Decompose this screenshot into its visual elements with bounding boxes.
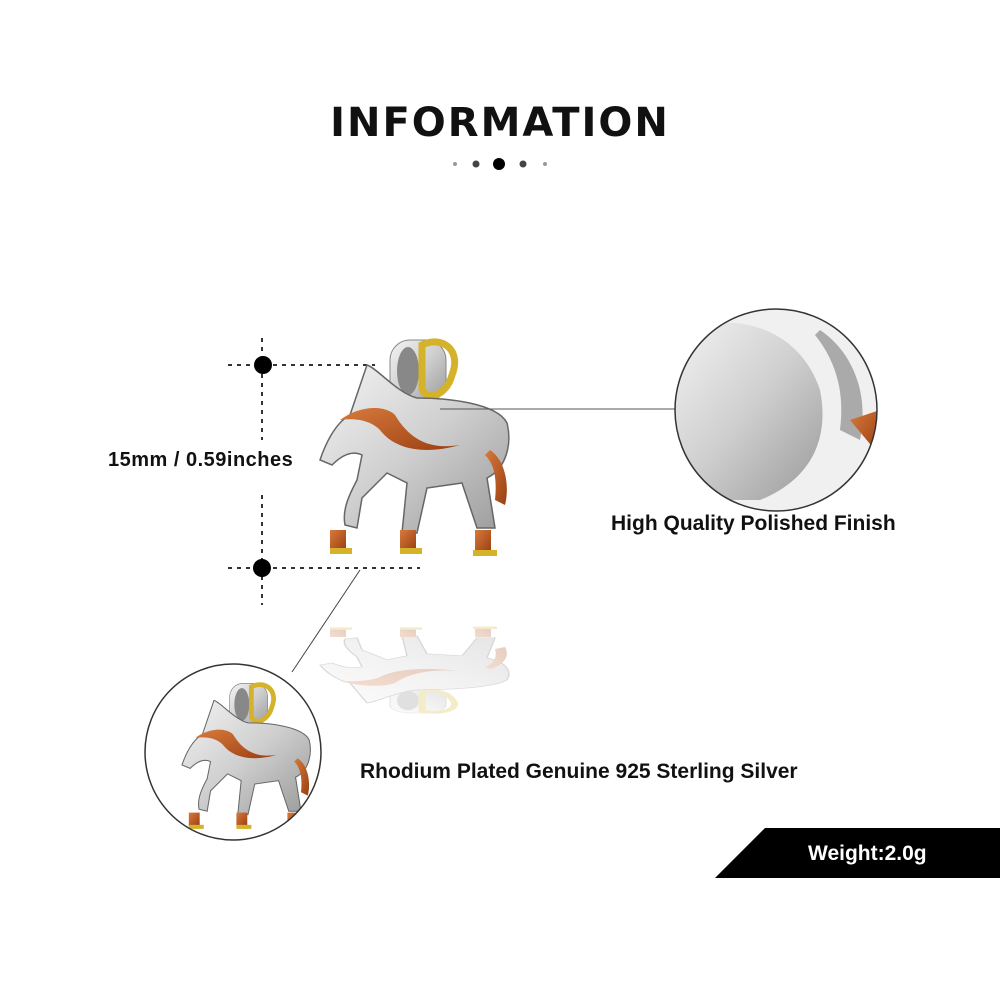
weight-label: Weight:2.0g	[808, 842, 927, 865]
dimension-bottom-dot	[253, 559, 271, 577]
weight-banner	[715, 828, 1000, 878]
decorative-dots	[453, 158, 547, 170]
dimension-top-dot	[254, 356, 272, 374]
dimension-label: 15mm / 0.59inches	[108, 449, 294, 471]
horse-charm-image	[320, 340, 509, 713]
material-closeup-circle	[144, 663, 322, 841]
finish-closeup-circle	[674, 308, 878, 512]
page-title: INFORMATION	[330, 100, 670, 146]
dimension-marker	[228, 338, 420, 605]
finish-feature-label: High Quality Polished Finish	[611, 512, 896, 535]
material-feature-label: Rhodium Plated Genuine 925 Sterling Silv…	[360, 760, 798, 783]
callout-line-material	[291, 569, 361, 673]
